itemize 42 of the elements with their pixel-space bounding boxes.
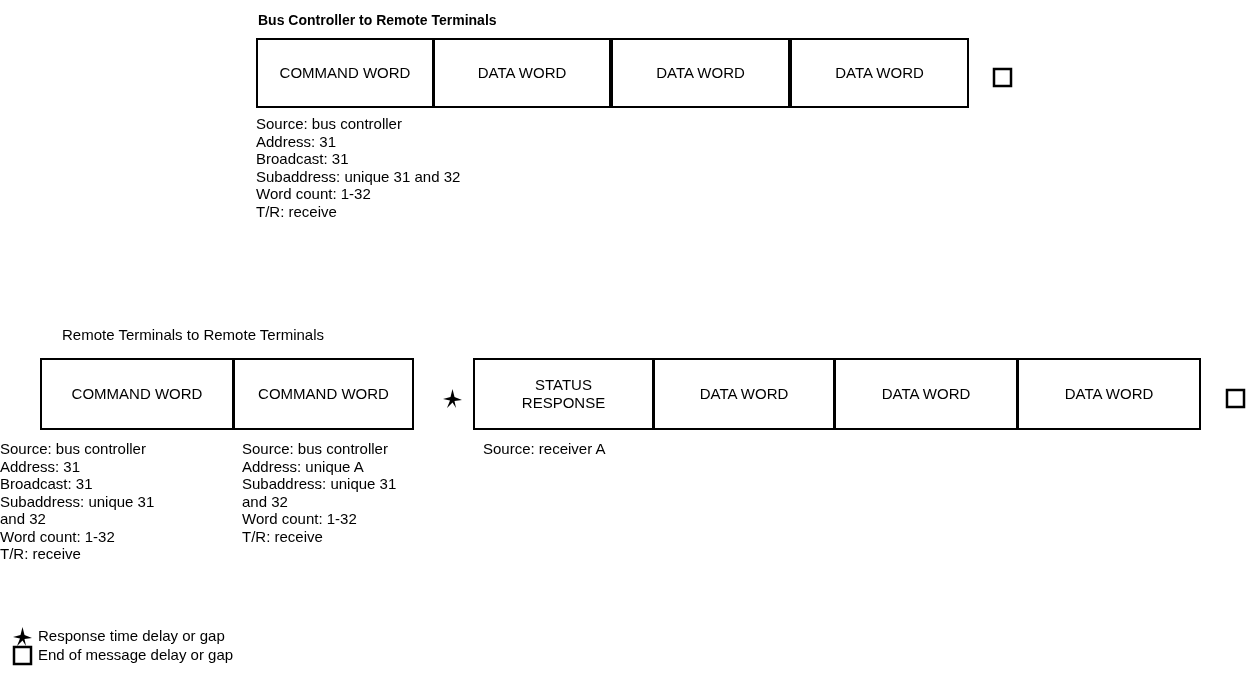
word-box — [233, 358, 414, 430]
field-description: Subaddress: unique 31 and 32 — [0, 492, 156, 528]
field-description: Source: bus controller — [242, 440, 389, 458]
word-label: STATUS RESPONSE — [520, 376, 607, 412]
word-label: DATA WORD — [881, 385, 971, 403]
word-box — [834, 358, 1018, 430]
word-box — [611, 38, 790, 108]
word-label: COMMAND WORD — [279, 64, 411, 82]
word-box — [473, 358, 654, 430]
field-description: Subaddress: unique 31 and 32 — [256, 167, 462, 185]
word-label: DATA WORD — [835, 64, 924, 82]
section-heading: Bus Controller to Remote Terminals — [258, 12, 497, 28]
word-box — [40, 358, 234, 430]
field-description: Broadcast: 31 — [0, 475, 94, 493]
field-description: Address: unique A — [242, 457, 365, 475]
field-description: Subaddress: unique 31 and 32 — [242, 475, 398, 510]
section-heading: Remote Terminals to Remote Terminals — [62, 326, 325, 343]
field-description: T/R: receive — [0, 545, 82, 563]
word-label: DATA WORD — [477, 64, 567, 82]
word-label: COMMAND WORD — [258, 385, 389, 403]
word-label: DATA WORD — [699, 385, 789, 403]
field-description: Address: 31 — [0, 457, 82, 475]
field-description: Source: receiver A — [483, 440, 607, 458]
word-label: DATA WORD — [1064, 385, 1154, 403]
field-description: T/R: receive — [242, 527, 324, 545]
word-box — [653, 358, 835, 430]
word-box — [790, 38, 969, 108]
field-description: Source: bus controller — [0, 440, 147, 458]
field-description: Source: bus controller — [256, 115, 403, 133]
legend-text: Response time delay or gap — [38, 627, 225, 644]
word-label: COMMAND WORD — [71, 385, 203, 403]
field-description: Word count: 1-32 — [242, 510, 358, 528]
field-description: Word count: 1-32 — [256, 185, 372, 203]
field-description: Broadcast: 31 — [256, 150, 350, 168]
field-description: Word count: 1-32 — [0, 527, 116, 545]
word-box — [1017, 358, 1201, 430]
field-description: T/R: receive — [256, 202, 338, 220]
field-description: Address: 31 — [256, 132, 338, 150]
word-box — [256, 38, 434, 108]
word-label: DATA WORD — [656, 64, 745, 82]
word-box — [433, 38, 611, 108]
legend-text: End of message delay or gap — [38, 646, 234, 663]
